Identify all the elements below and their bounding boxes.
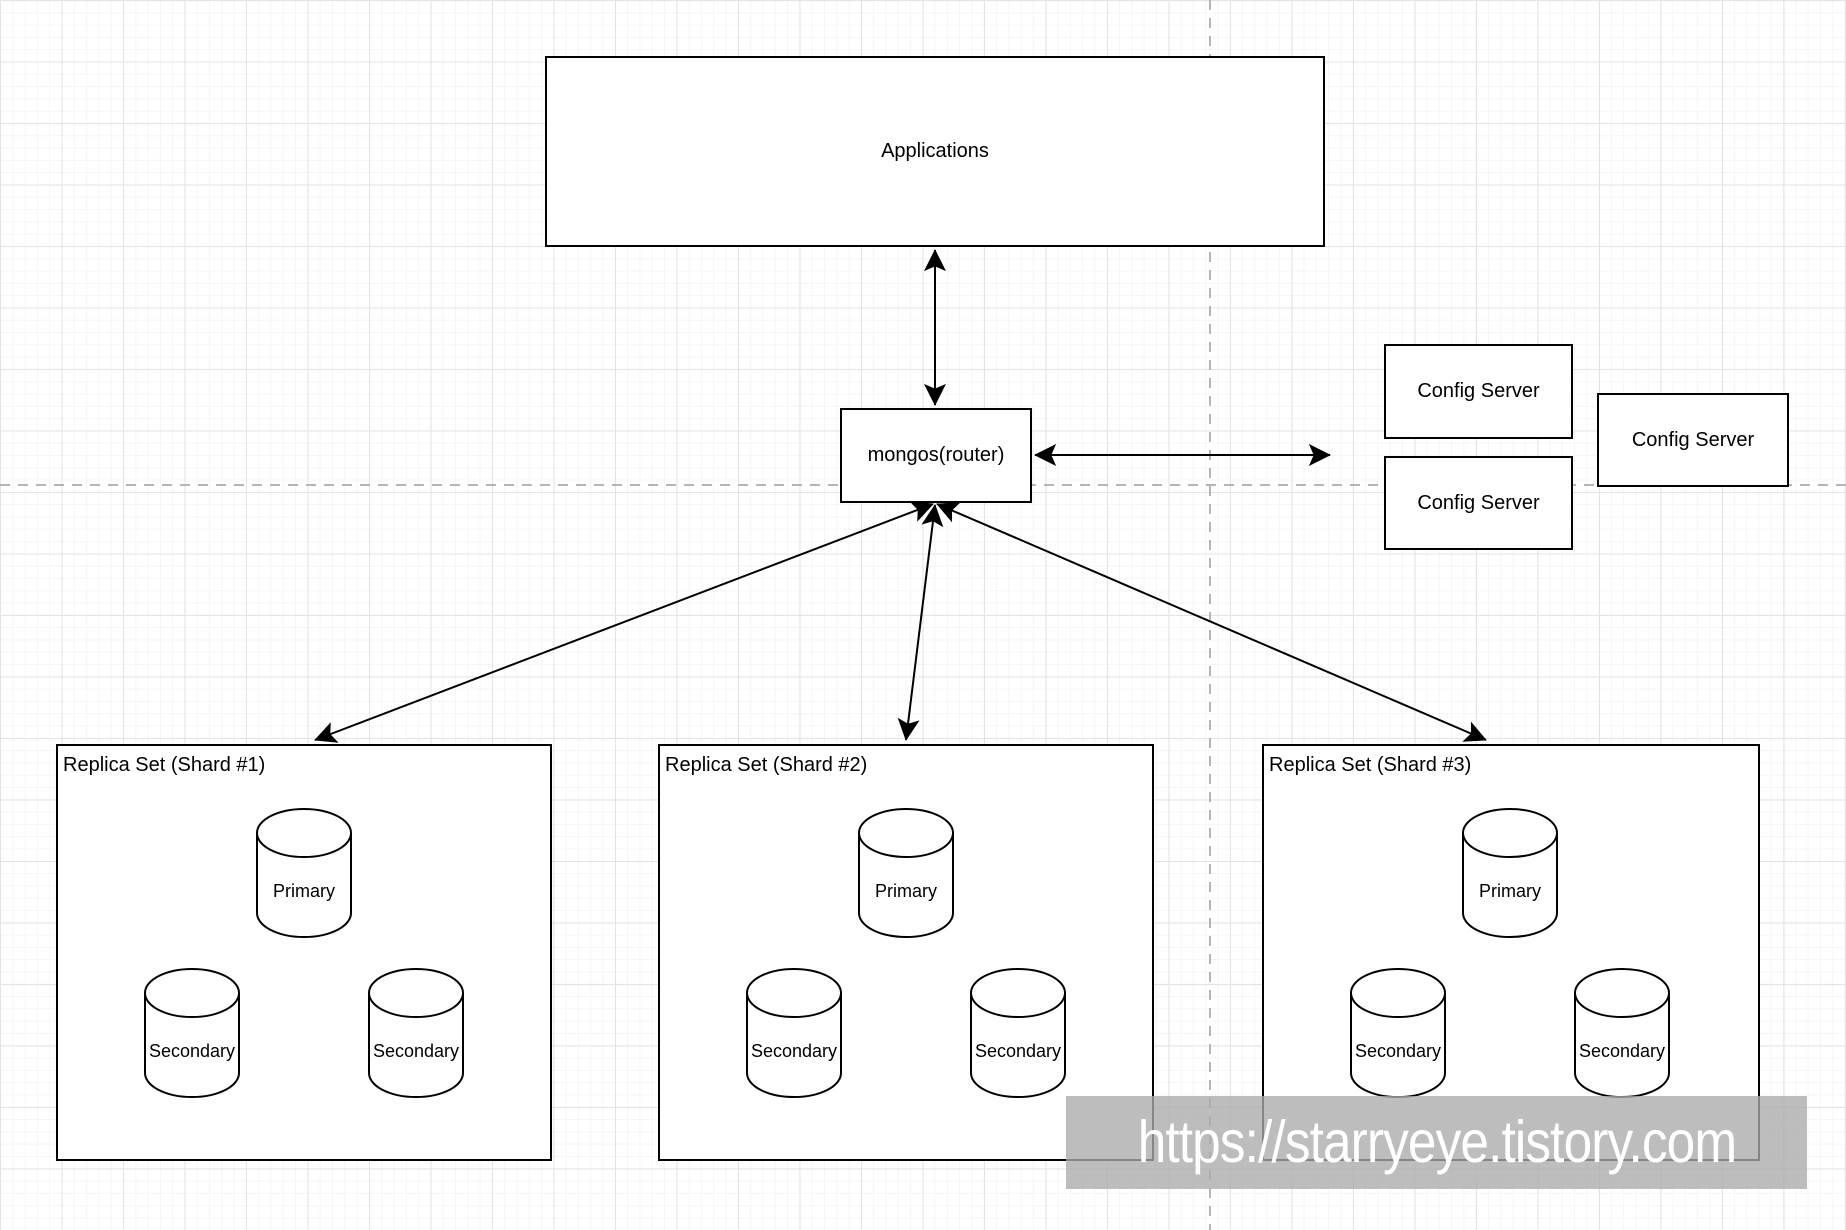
config-server-node-2: Config Server (1384, 456, 1573, 550)
config-server-label: Config Server (1417, 491, 1540, 514)
shard-title: Replica Set (Shard #1) (63, 754, 266, 776)
primary-label: Primary (875, 881, 937, 901)
primary-database-cylinder: Primary (858, 808, 954, 938)
secondary-database-cylinder: Secondary (368, 968, 464, 1098)
secondary-label: Secondary (1579, 1041, 1665, 1061)
mongos-router-label: mongos(router) (867, 444, 1005, 466)
secondary-database-cylinder: Secondary (1574, 968, 1670, 1098)
config-server-label: Config Server (1631, 428, 1755, 451)
connector-mongos-shard-1 (314, 501, 934, 743)
shard-title: Replica Set (Shard #3) (1269, 754, 1472, 776)
config-server-node-3: Config Server (1597, 393, 1789, 487)
shard-title: Replica Set (Shard #2) (665, 754, 868, 776)
mongos-router-node: mongos(router) (840, 408, 1032, 503)
secondary-label: Secondary (373, 1041, 459, 1061)
watermark-text: https://starryeye.tistory.com (1137, 1109, 1736, 1175)
config-server-label: Config Server (1417, 380, 1540, 402)
secondary-label: Secondary (975, 1041, 1061, 1061)
config-server-node-1: Config Server (1384, 344, 1573, 439)
primary-database-cylinder: Primary (256, 808, 352, 938)
secondary-database-cylinder: Secondary (970, 968, 1066, 1098)
secondary-database-cylinder: Secondary (746, 968, 842, 1098)
primary-label: Primary (273, 881, 335, 901)
replica-set-shard-2: Replica Set (Shard #2) Primary Secondary… (658, 744, 1154, 1161)
primary-label: Primary (1479, 881, 1541, 901)
connector-mongos-shard-2 (897, 504, 944, 741)
secondary-label: Secondary (1355, 1041, 1441, 1061)
secondary-label: Secondary (149, 1041, 235, 1061)
applications-node: Applications (545, 56, 1325, 247)
primary-database-cylinder: Primary (1462, 808, 1558, 938)
secondary-database-cylinder: Secondary (144, 968, 240, 1098)
replica-set-shard-1: Replica Set (Shard #1) Primary Secondary… (56, 744, 552, 1161)
secondary-database-cylinder: Secondary (1350, 968, 1446, 1098)
applications-label: Applications (881, 140, 989, 162)
secondary-label: Secondary (751, 1041, 837, 1061)
replica-set-shard-3: Replica Set (Shard #3) Primary Secondary… (1262, 744, 1760, 1161)
watermark: https://starryeye.tistory.com (1066, 1096, 1807, 1189)
